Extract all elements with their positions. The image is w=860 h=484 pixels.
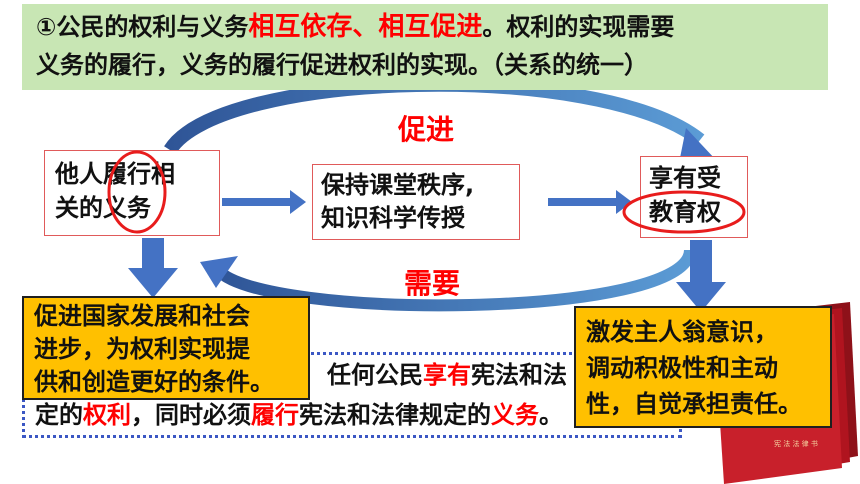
arrow-left-mid-shaft xyxy=(222,198,292,206)
note-fulfill: 履行 xyxy=(251,401,299,429)
arrow-down-left-shaft xyxy=(142,238,164,270)
need-arc xyxy=(213,248,696,312)
note-rights: 权利 xyxy=(83,401,131,429)
banner-highlight: 相互依存、相互促进 xyxy=(248,12,483,42)
note-line-1: 任何公民享有宪法和法 xyxy=(35,355,669,395)
node-mid-line-2: 知识科学传授 xyxy=(321,204,465,232)
banner-line-1: ①公民的权利与义务相互依存、相互促进。权利的实现需要 xyxy=(36,8,814,46)
top-banner: ①公民的权利与义务相互依存、相互促进。权利的实现需要 义务的履行，义务的履行促进… xyxy=(22,4,828,90)
arrow-mid-right-shaft xyxy=(548,198,618,206)
need-arrowhead xyxy=(200,256,238,288)
note-text-a3: 宪法和法 xyxy=(471,361,567,389)
note-text-a1: 任何公民 xyxy=(327,361,423,389)
book-cover-text: 宪 法 法 律 书 xyxy=(774,439,818,448)
callout-national-development: 促进国家发展和社会 进步，为权利实现提 供和创造更好的条件。 xyxy=(22,296,310,400)
node-mid-line-1: 保持课堂秩序, xyxy=(321,171,475,199)
callout-right-line-2: 调动积极性和主动 xyxy=(586,354,778,382)
note-text-b7: 。 xyxy=(539,401,563,429)
constitution-note: 任何公民享有宪法和法 定的权利，同时必须履行宪法和法律规定的义务。 xyxy=(22,352,682,438)
node-others-obligation: 他人履行相 关的义务 xyxy=(44,150,220,236)
node-left-line-1: 他人履行相 xyxy=(55,160,175,188)
node-right-line-2: 教育权 xyxy=(649,198,721,226)
node-classroom-order: 保持课堂秩序, 知识科学传授 xyxy=(312,164,520,240)
arrow-mid-right-head xyxy=(616,190,632,214)
note-line-2: 定的权利，同时必须履行宪法和法律规定的义务。 xyxy=(35,395,669,435)
arrow-left-mid-head xyxy=(290,190,306,214)
callout-left-line-1: 促进国家发展和社会 xyxy=(34,302,250,330)
node-left-line-2: 关的义务 xyxy=(55,194,151,222)
arrow-down-left-head xyxy=(128,268,178,298)
note-text-b1: 定的 xyxy=(35,401,83,429)
note-text-b5: 宪法和法律规定的 xyxy=(299,401,491,429)
banner-line-2: 义务的履行，义务的履行促进权利的实现。（关系的统一） xyxy=(36,51,648,79)
note-text-b3: ，同时必须 xyxy=(131,401,251,429)
callout-right-line-1: 激发主人翁意识， xyxy=(586,318,778,346)
arrow-down-right-head xyxy=(676,282,726,312)
callout-right-line-3: 性，自觉承担责任。 xyxy=(586,390,802,418)
banner-text-1: ①公民的权利与义务 xyxy=(36,13,249,41)
node-right-line-1: 享有受 xyxy=(649,164,721,192)
promote-arrowhead xyxy=(680,128,716,160)
callout-left-line-2: 进步，为权利实现提 xyxy=(34,335,250,363)
note-obligations: 义务 xyxy=(491,401,539,429)
label-need: 需要 xyxy=(404,267,461,300)
label-promote: 促进 xyxy=(398,113,455,146)
callout-left-line-3: 供和创造更好的条件。 xyxy=(34,368,274,396)
node-right-to-education: 享有受 教育权 xyxy=(640,156,748,238)
callout-ownership-awareness: 激发主人翁意识， 调动积极性和主动 性，自觉承担责任。 xyxy=(574,306,832,428)
arrow-down-right-shaft xyxy=(690,240,712,284)
note-enjoy: 享有 xyxy=(423,361,471,389)
banner-text-2: 。权利的实现需要 xyxy=(482,13,675,41)
